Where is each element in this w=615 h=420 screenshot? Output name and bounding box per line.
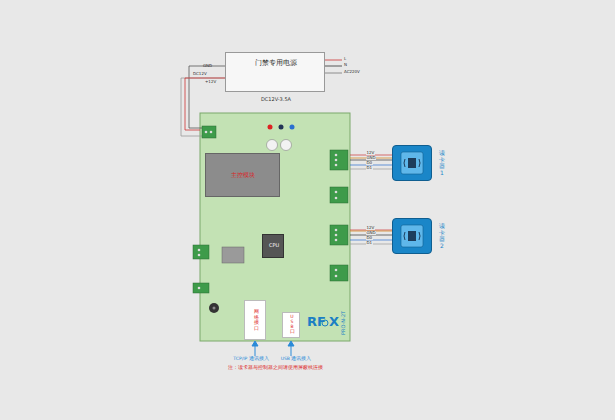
controller-board: RFXPRO-N-2T 主控模块 CPU 网络接口 USB口 — [200, 113, 350, 341]
capacitor — [281, 140, 292, 151]
vertical-label: 网络接口 — [254, 309, 259, 331]
signal-name: 12V — [366, 226, 375, 230]
cpu-chip: CPU — [262, 234, 284, 258]
signal-name: D1 — [366, 241, 373, 245]
reader-face — [393, 146, 431, 180]
vertical-label: USB口 — [290, 315, 295, 335]
signal-name: 12V — [366, 151, 375, 155]
signal-name: D0 — [366, 161, 373, 165]
node-label: RF — [307, 315, 326, 329]
signal-name: D0 — [366, 236, 373, 240]
vertical-label: 读卡器1 — [439, 150, 445, 176]
signal-name: AC220V — [344, 70, 360, 74]
card-reader: 读卡器1 — [392, 145, 432, 181]
note-text: 注：读卡器与控制器之间请使用屏蔽线连接 — [228, 365, 323, 371]
usb-port: USB口 — [282, 312, 300, 338]
wire — [325, 60, 342, 61]
wire — [325, 66, 342, 67]
vertical-label: 读卡器2 — [439, 223, 445, 249]
node-label: 主控模块 — [231, 172, 255, 179]
wire — [325, 73, 342, 74]
node-label: PRO-N-2T — [341, 311, 347, 335]
signal-name: D1 — [366, 166, 373, 170]
node-label: DC12V-3.5A — [261, 97, 291, 103]
arrows — [252, 341, 294, 356]
signal-name: GND — [203, 64, 212, 68]
node-label: X — [329, 315, 339, 329]
node-label: CPU — [269, 243, 279, 249]
board-outline — [200, 113, 350, 341]
reader-wires — [350, 155, 392, 244]
capacitor — [267, 140, 278, 151]
led — [290, 125, 295, 130]
signal-name: +12V — [205, 80, 216, 84]
signal-name: DC12V — [193, 72, 207, 76]
power-supply-box: 门禁专用电源DC12V-3.5A — [225, 52, 325, 92]
node-label: 门禁专用电源 — [255, 60, 297, 67]
module-block: 主控模块 — [205, 153, 280, 197]
terminal-pins — [198, 131, 338, 290]
network-port: 网络接口 — [244, 300, 266, 340]
buzzer — [209, 303, 219, 313]
card-reader: 读卡器2 — [392, 218, 432, 254]
reader-face — [393, 219, 431, 253]
signal-name: GND — [366, 231, 376, 235]
buzzer — [213, 307, 216, 310]
note-text: USB 通讯接入 — [281, 357, 312, 362]
led — [268, 125, 273, 130]
note-text: TCP/IP 通讯接入 — [233, 357, 268, 362]
led — [279, 125, 284, 130]
signal-name: N — [344, 63, 347, 67]
signal-name: L — [344, 57, 346, 61]
wire-connector — [185, 78, 225, 130]
wire — [189, 66, 225, 128]
relay — [222, 247, 244, 263]
signal-name: GND — [366, 156, 376, 160]
terminal-blocks — [193, 126, 348, 293]
